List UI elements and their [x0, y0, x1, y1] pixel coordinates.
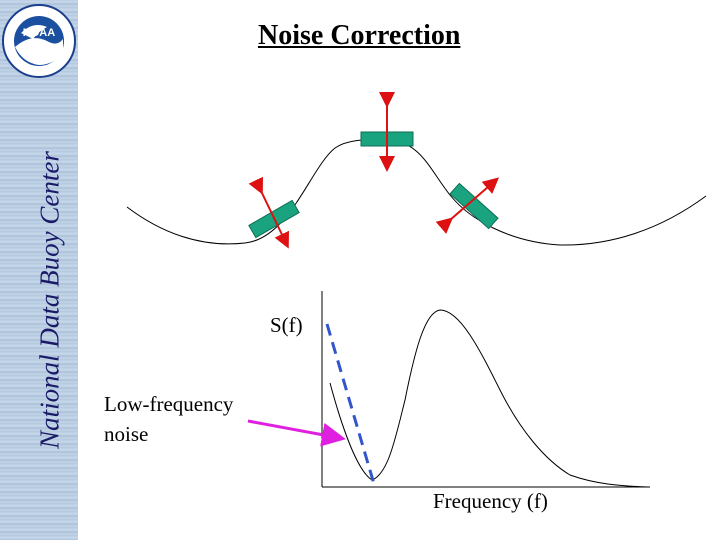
wave-curve: [127, 140, 706, 245]
noise-label-line1: Low-frequency: [104, 389, 233, 419]
spectrum-curve: [330, 310, 648, 487]
noise-dashed-line: [327, 324, 374, 484]
spectrum-x-label: Frequency (f): [433, 489, 548, 514]
buoy-right-icon: [450, 183, 498, 228]
spectrum-y-label: S(f): [270, 313, 303, 338]
noise-label-line2: noise: [104, 419, 233, 449]
noise-label: Low-frequency noise: [104, 389, 233, 449]
noise-pointer-arrow-icon: [248, 421, 340, 438]
